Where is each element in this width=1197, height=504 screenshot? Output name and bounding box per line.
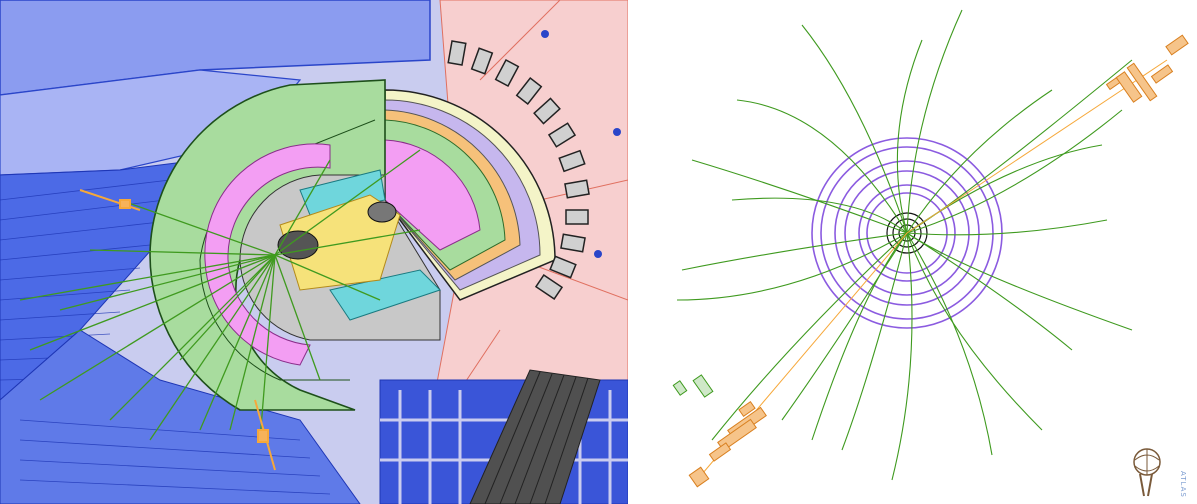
marker-dot — [541, 30, 549, 38]
tracks — [676, 9, 1133, 481]
track-bundle — [19, 149, 421, 441]
cluster-bottom-left — [688, 401, 767, 488]
pixel-detector — [277, 230, 319, 260]
trt-lower — [329, 269, 441, 321]
green-boxes — [672, 374, 714, 398]
detector-rings — [811, 137, 1003, 329]
marker-dot — [594, 250, 602, 258]
beam-pipe-end — [367, 201, 397, 223]
endcap-modules — [447, 40, 590, 300]
cluster-top-right — [1105, 34, 1189, 103]
cylinder-lines — [484, 371, 589, 504]
marker-dot — [613, 128, 621, 136]
em-calorimeter — [204, 143, 331, 366]
detector-3d-view — [0, 0, 628, 504]
atlas-logo-text: ATLAS — [1179, 471, 1187, 498]
forward-clusters — [79, 189, 276, 471]
muon-floor-lines — [19, 419, 331, 495]
endcap-magenta — [384, 139, 481, 251]
atlas-logo — [1133, 448, 1161, 497]
inner-detector — [279, 194, 401, 291]
transverse-view-svg — [632, 0, 1197, 504]
beam-pipe-cylinder — [469, 369, 601, 504]
detector-3d-svg — [0, 0, 628, 504]
transverse-view: ATLAS — [632, 0, 1197, 504]
muon-chamber-top — [0, 0, 431, 96]
